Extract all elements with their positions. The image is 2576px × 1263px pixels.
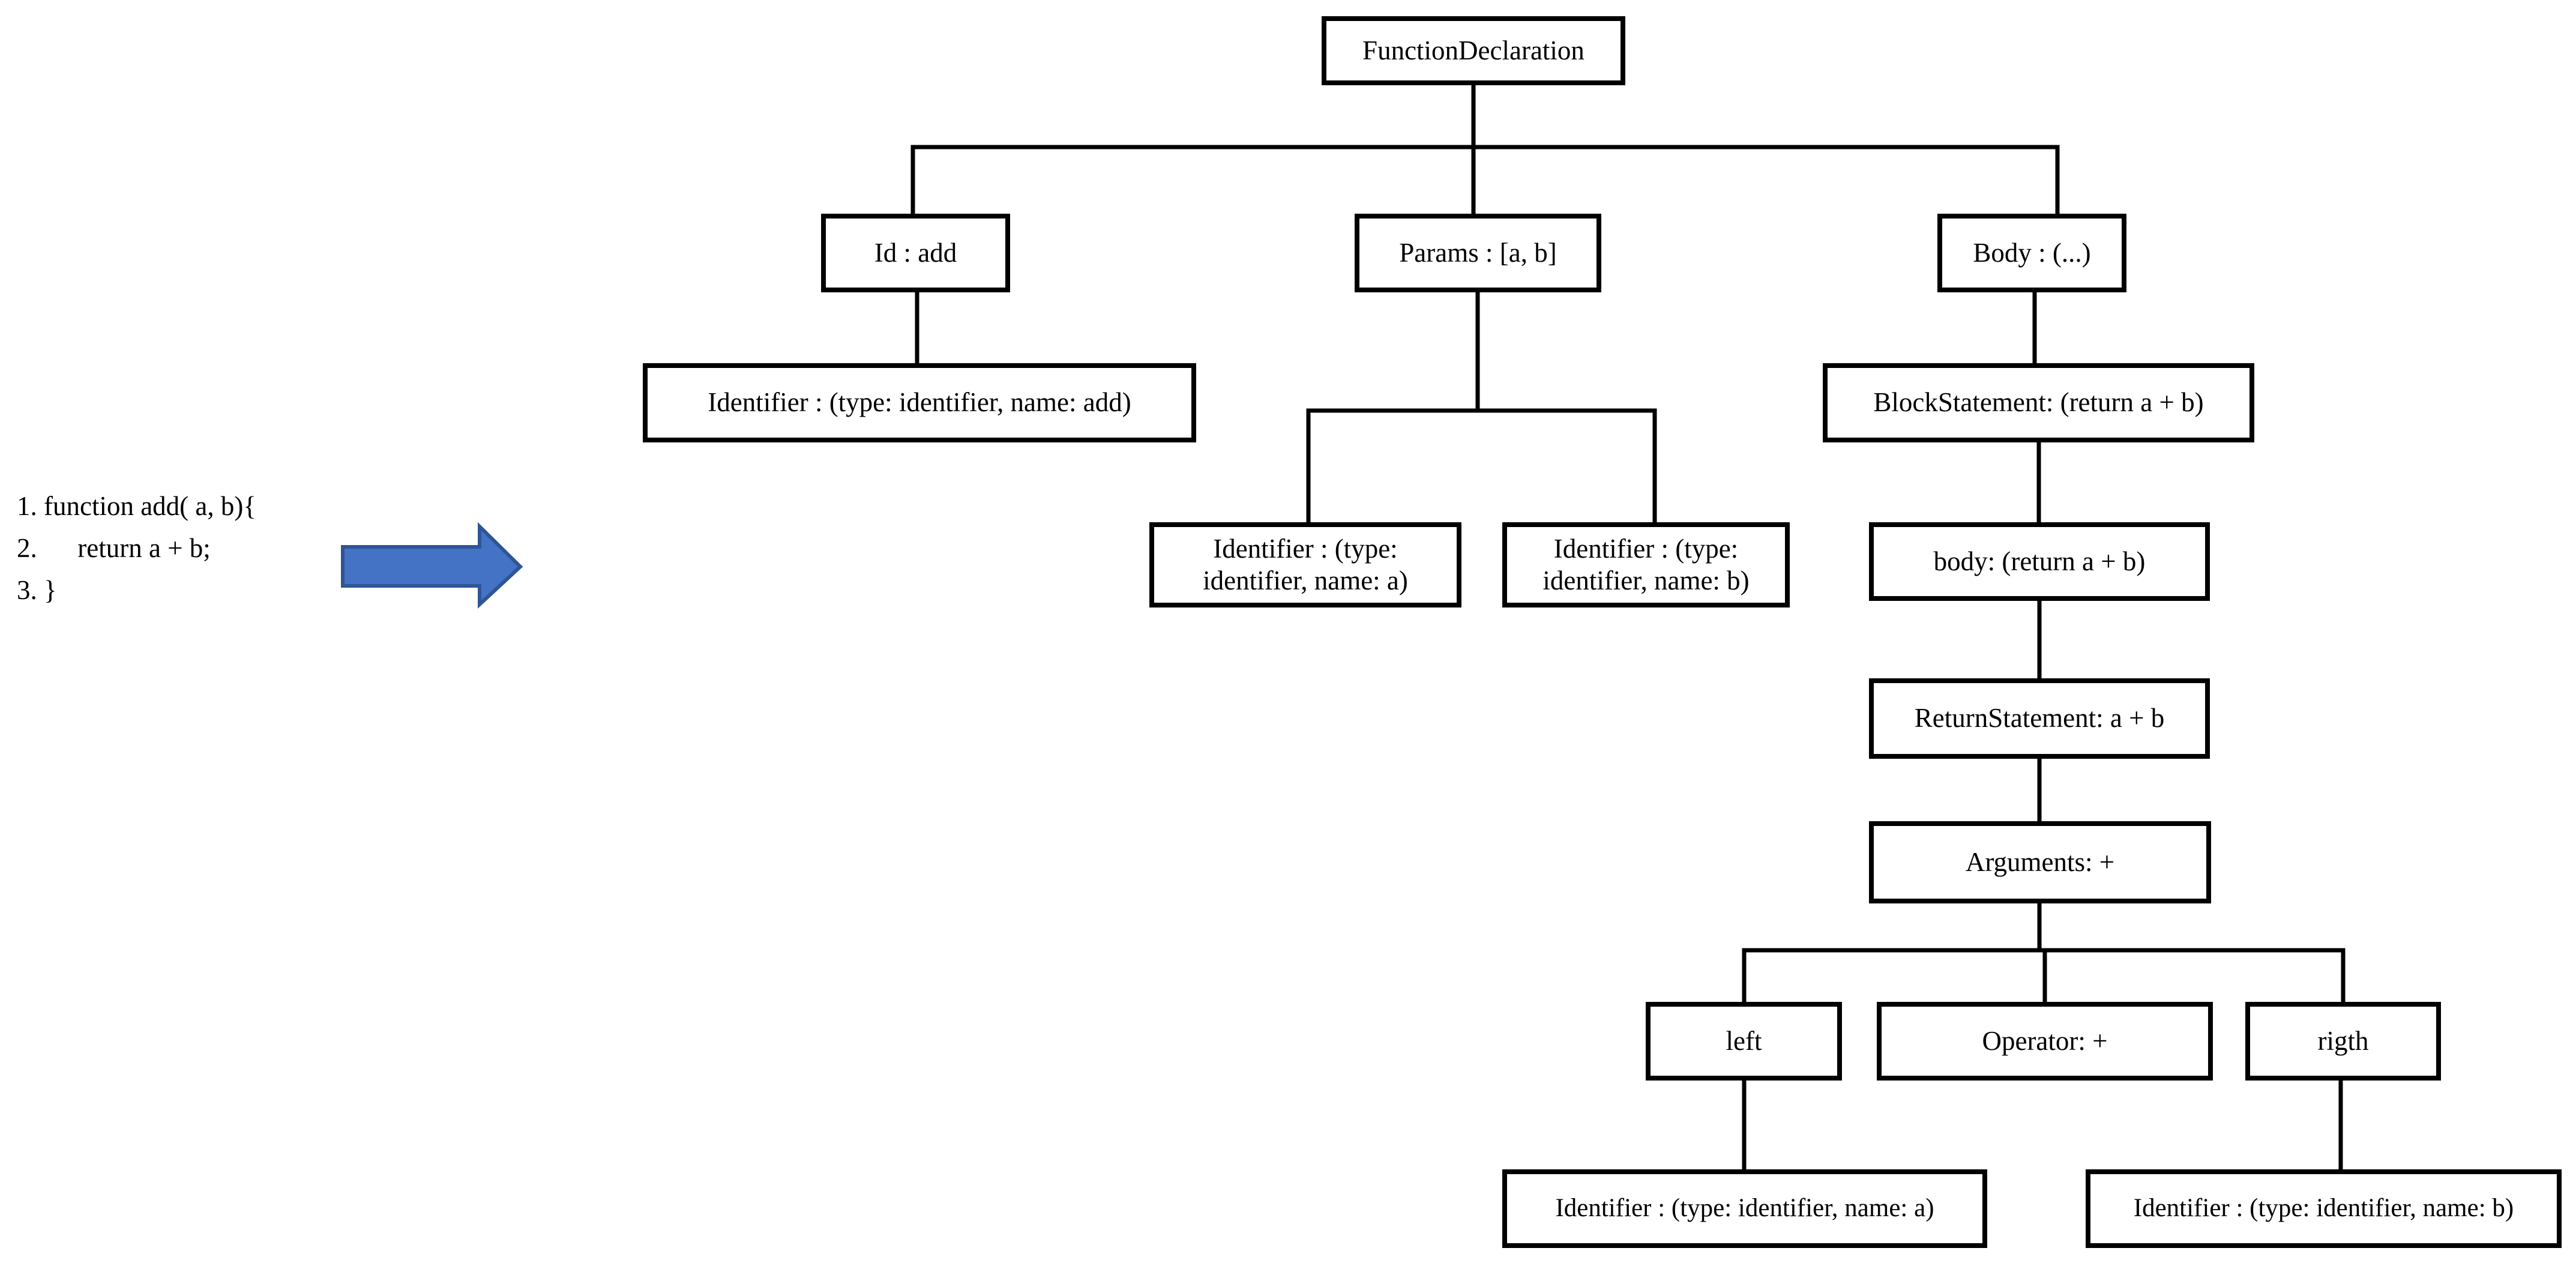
- node-operator: Operator: +: [1877, 1002, 2213, 1081]
- code-line-1: 1. function add( a, b){: [17, 491, 256, 521]
- node-id-add: Id : add: [821, 214, 1010, 292]
- node-params: Params : [a, b]: [1355, 214, 1601, 292]
- node-function-declaration: FunctionDeclaration: [1322, 16, 1625, 85]
- node-return-statement: ReturnStatement: a + b: [1869, 678, 2210, 759]
- node-left-identifier-a: Identifier : (type: identifier, name: a): [1502, 1169, 1987, 1248]
- node-arguments: Arguments: +: [1869, 821, 2211, 903]
- node-left: left: [1646, 1002, 1842, 1081]
- code-line-2: 2. return a + b;: [17, 533, 211, 563]
- node-body: Body : (...): [1937, 214, 2126, 292]
- node-right-identifier-b: Identifier : (type: identifier, name: b): [2086, 1169, 2562, 1248]
- node-block-statement: BlockStatement: (return a + b): [1823, 363, 2254, 442]
- transform-arrow-icon: [341, 522, 523, 609]
- code-line-3: 3. }: [17, 575, 57, 605]
- node-param-identifier-b: Identifier : (type: identifier, name: b): [1502, 522, 1790, 607]
- tree-connector-lines: [910, 83, 2346, 1172]
- node-param-identifier-a: Identifier : (type: identifier, name: a): [1149, 522, 1461, 607]
- source-code-snippet: 1. function add( a, b){ 2. return a + b;…: [17, 485, 256, 611]
- node-identifier-add: Identifier : (type: identifier, name: ad…: [643, 363, 1196, 442]
- node-right: rigth: [2245, 1002, 2441, 1081]
- node-body-inner: body: (return a + b): [1869, 522, 2210, 601]
